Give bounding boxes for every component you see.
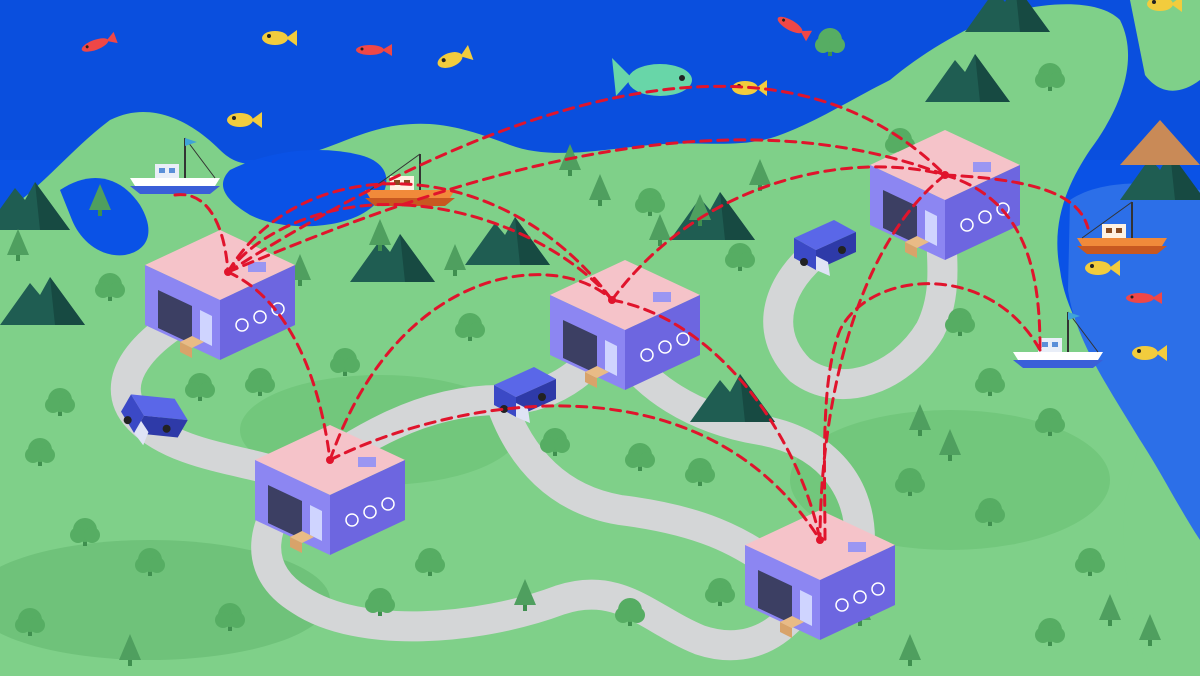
route-arrow <box>610 298 822 542</box>
route-endpoints <box>224 171 949 544</box>
route-arrow <box>943 173 1042 352</box>
brown-mountain-icon <box>1120 120 1200 165</box>
route-arrow <box>822 282 1042 542</box>
big-fish-icon <box>612 58 692 96</box>
route-arrow <box>328 404 822 542</box>
route-arrow <box>403 203 614 302</box>
route-network <box>173 84 1090 542</box>
route-arrow <box>226 270 332 462</box>
route-arrow <box>226 182 614 302</box>
route-arrow <box>226 84 947 274</box>
route-arrow <box>328 273 614 462</box>
route-arrow <box>228 202 407 272</box>
route-arrow <box>226 138 947 274</box>
route-arrow <box>818 173 947 542</box>
right-coast-water <box>1068 183 1200 560</box>
route-arrow <box>610 165 947 302</box>
right-coast-land <box>1130 0 1200 91</box>
route-arrow <box>943 173 1090 230</box>
far-right-shore <box>1123 440 1200 676</box>
land-shade <box>0 540 330 660</box>
left-inlet <box>60 178 149 256</box>
route-arrow <box>173 193 230 274</box>
